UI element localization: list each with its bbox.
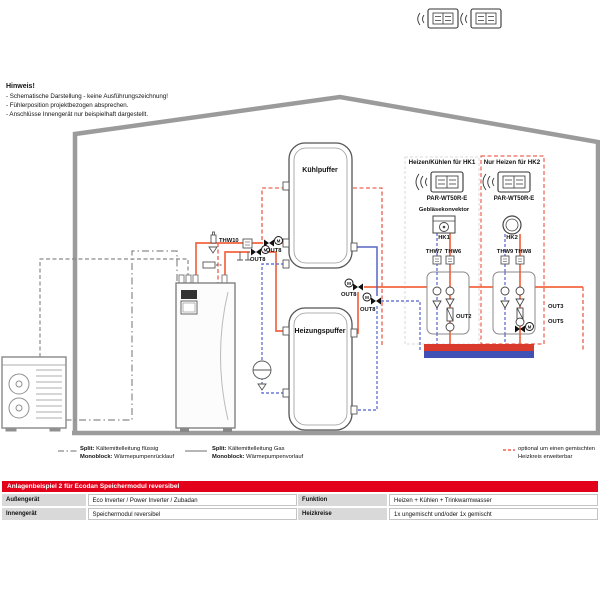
- hk2-controller-label: PAR-WT50R-E: [493, 196, 535, 202]
- remote-controller-icon-top-1: [417, 8, 459, 29]
- valve-label-out8: OUT8: [250, 257, 266, 263]
- valve-label-out8: OUT8: [266, 248, 282, 254]
- legend-item-1: Split: Kältemittelleitung flüssig Monobl…: [80, 446, 175, 460]
- hinweis-line: - Anschlüsse Innengerät nur beispielhaft…: [6, 111, 149, 118]
- valve-label-out8: OUT8: [341, 292, 357, 298]
- table-cell-aussengeraet: Außengerät: [2, 494, 86, 506]
- hk1-circuit-label: HK1: [438, 235, 450, 241]
- sensor-label-thw6: THW6: [444, 249, 462, 255]
- flow-manifold-bar: [424, 344, 534, 351]
- signal-waves-icon: [415, 173, 428, 191]
- hinweis-title: Hinweis!: [6, 83, 35, 90]
- sensor-label-thw10: THW10: [219, 238, 239, 244]
- hinweis-line: - Schematische Darstellung - keine Ausfü…: [6, 93, 168, 100]
- sensor-label-thw7: THW7: [425, 249, 443, 255]
- refrigerant-liquid-line: [50, 250, 178, 421]
- heating-buffer-tank: [282, 307, 358, 431]
- cool-buffer-label: Kühlpuffer: [302, 167, 338, 174]
- valve-label-out8: OUT8: [360, 307, 376, 313]
- fan-coil-icon: [432, 215, 456, 234]
- table-cell-heizkreise-value: 1x ungemischt und/oder 1x gemischt: [389, 507, 598, 520]
- table-cell-aussengeraet-value: Eco Inverter / Power Inverter / Zubadan: [87, 494, 297, 506]
- pump-label-out2: OUT2: [456, 314, 472, 320]
- sensor-label-thw8: THW8: [514, 249, 532, 255]
- svg-text:M: M: [528, 324, 532, 329]
- heat-buffer-label: Heizungspuffer: [294, 328, 346, 335]
- signal-waves-icon: [460, 12, 468, 26]
- temperature-sensor-icons: [242, 238, 525, 265]
- signal-waves-icon: [482, 173, 495, 191]
- svg-text:M: M: [277, 238, 281, 243]
- mixing-valve: [515, 325, 525, 333]
- table-header: Anlagenbeispiel 2 für Ecodan Speichermod…: [2, 481, 598, 492]
- signal-waves-icon: [417, 12, 425, 26]
- changeover-valves: M M M M M: [251, 236, 534, 333]
- hinweis-line: - Fühlerposition projektbezogen absprech…: [6, 102, 129, 109]
- pump-label-out3: OUT3: [548, 304, 564, 310]
- sensor-label-thw9: THW9: [496, 249, 514, 255]
- hk1-controller-label: PAR-WT50R-E: [426, 196, 468, 202]
- table-cell-funktion-value: Heizen + Kühlen + Trinkwarmwasser: [389, 494, 598, 506]
- indoor-unit: [175, 274, 236, 432]
- fan-coil-label: Gebläsekonvektor: [418, 207, 470, 213]
- hk2-circuit-icon: [502, 215, 522, 235]
- hk2-section-title: Nur Heizen für HK2: [483, 159, 541, 166]
- hk2-branch-box: [492, 271, 536, 335]
- return-manifold-bar: [424, 351, 534, 358]
- table-cell-heizkreise: Heizkreise: [298, 507, 387, 520]
- hk1-branch-box: [426, 271, 470, 335]
- hk1-section-title: Heizen/Kühlen für HK1: [408, 159, 476, 166]
- svg-text:M: M: [264, 247, 268, 252]
- remote-controller-icon-top-2: [460, 8, 502, 29]
- svg-text:M: M: [365, 295, 369, 300]
- remote-controller-icon-hk1: [415, 171, 464, 193]
- legend-item-3: optional um einen gemischten Heizkreis e…: [518, 446, 596, 460]
- hk2-circuit-label: HK2: [506, 235, 518, 241]
- table-cell-innengeraet-value: Speichermodul reversibel: [87, 507, 297, 520]
- house-outline: [72, 94, 600, 436]
- legend-item-2: Split: Kältemittelleitung Gas Monoblock:…: [212, 446, 304, 460]
- outdoor-unit: [1, 356, 67, 432]
- pipe-fittings: [202, 231, 272, 391]
- indoor-unit-control-panel: [181, 290, 197, 299]
- table-cell-funktion: Funktion: [298, 494, 387, 506]
- cool-buffer-tank: [282, 142, 358, 269]
- mixer-label-out5: OUT5: [548, 319, 564, 325]
- refrigerant-gas-line: [39, 258, 189, 357]
- table-cell-innengeraet: Innengerät: [2, 507, 86, 520]
- svg-text:M: M: [347, 281, 351, 286]
- remote-controller-icon-hk2: [482, 171, 531, 193]
- return-pipe-solid: [352, 246, 378, 296]
